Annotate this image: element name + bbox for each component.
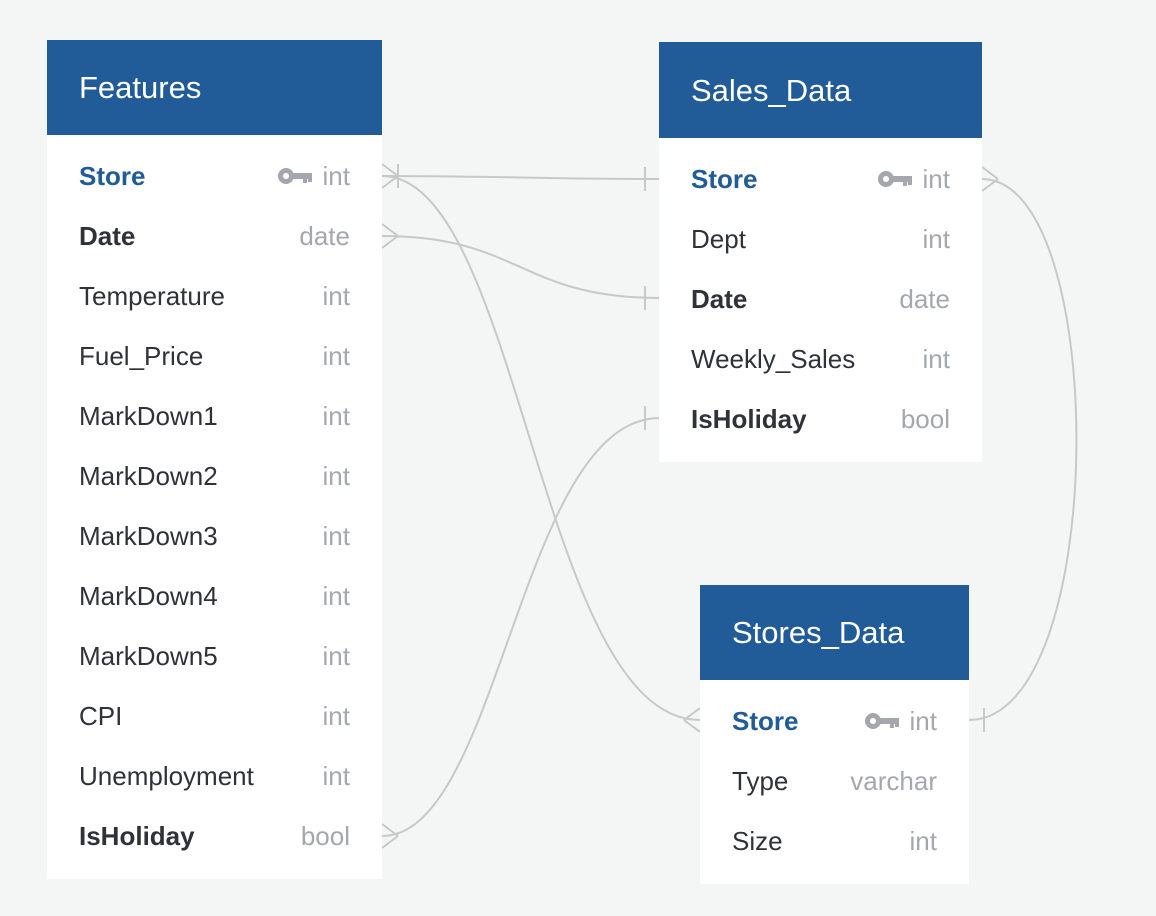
table-title: Sales_Data	[691, 72, 852, 108]
column-row-markdown3[interactable]: MarkDown3 int	[47, 506, 382, 566]
column-row-store[interactable]: Store int	[659, 149, 982, 209]
column-name: Dept	[691, 223, 746, 254]
column-name: Store	[79, 160, 146, 191]
column-type: bool	[300, 820, 350, 851]
many-end-features-date	[381, 223, 399, 237]
column-name: Size	[732, 825, 783, 856]
column-row-temperature[interactable]: Temperature int	[47, 266, 382, 326]
column-name: IsHoliday	[691, 403, 807, 434]
column-row-cpi[interactable]: CPI int	[47, 686, 382, 746]
column-list: Store int Dept int Date date Weekly_Sale…	[659, 138, 982, 449]
link-features-store-sales-store	[381, 175, 661, 180]
column-type: int	[322, 520, 350, 551]
column-name: Weekly_Sales	[691, 343, 856, 374]
column-name: CPI	[79, 700, 123, 731]
column-type: int	[909, 705, 937, 736]
column-name: Unemployment	[79, 760, 254, 791]
column-type: int	[322, 760, 350, 791]
column-row-store[interactable]: Store int	[700, 691, 969, 751]
column-type: int	[922, 223, 950, 254]
column-type: int	[322, 280, 350, 311]
column-name: IsHoliday	[79, 820, 195, 851]
column-row-isholiday[interactable]: IsHoliday bool	[659, 389, 982, 449]
many-end-features-isholiday	[381, 823, 399, 837]
column-type: int	[922, 343, 950, 374]
column-list: Store int Date date Temperature int Fuel…	[47, 135, 382, 866]
column-name: MarkDown1	[79, 400, 218, 431]
column-type: date	[899, 283, 950, 314]
link-features-isholiday-sales-isholiday	[381, 417, 661, 837]
column-name: Temperature	[79, 280, 225, 311]
column-type: int	[322, 400, 350, 431]
many-end-sales-store	[981, 166, 999, 180]
column-type: int	[322, 580, 350, 611]
column-row-dept[interactable]: Dept int	[659, 209, 982, 269]
column-row-store[interactable]: Store int	[47, 146, 382, 206]
column-type: int	[322, 700, 350, 731]
table-header[interactable]: Stores_Data	[700, 585, 969, 680]
column-row-markdown5[interactable]: MarkDown5 int	[47, 626, 382, 686]
table-header[interactable]: Sales_Data	[659, 42, 982, 138]
column-row-markdown2[interactable]: MarkDown2 int	[47, 446, 382, 506]
column-name: Store	[691, 163, 758, 194]
column-type: date	[299, 220, 350, 251]
column-name: Type	[732, 765, 789, 796]
column-row-size[interactable]: Size int	[700, 811, 969, 871]
table-stores-data[interactable]: Stores_Data Store int Type varchar Size …	[700, 585, 969, 884]
column-name: Fuel_Price	[79, 340, 204, 371]
column-name: Date	[691, 283, 748, 314]
column-type: int	[322, 460, 350, 491]
column-type: varchar	[850, 765, 937, 796]
table-header[interactable]: Features	[47, 40, 382, 135]
column-name: MarkDown2	[79, 460, 218, 491]
table-title: Features	[79, 70, 202, 105]
column-row-date[interactable]: Date date	[659, 269, 982, 329]
key-icon	[864, 712, 900, 730]
key-icon	[277, 167, 313, 185]
column-type: int	[322, 160, 350, 191]
link-features-store-stores-store	[381, 175, 701, 721]
column-name: Date	[79, 220, 136, 251]
column-type: int	[322, 640, 350, 671]
column-name: Store	[732, 705, 799, 736]
column-name: MarkDown4	[79, 580, 218, 611]
column-name: MarkDown3	[79, 520, 218, 551]
column-row-type[interactable]: Type varchar	[700, 751, 969, 811]
table-features[interactable]: Features Store int Date date Temperature…	[47, 40, 382, 879]
link-features-date-sales-date	[381, 235, 661, 299]
column-row-isholiday[interactable]: IsHoliday bool	[47, 806, 382, 866]
column-row-weekly-sales[interactable]: Weekly_Sales int	[659, 329, 982, 389]
column-type: int	[909, 825, 937, 856]
many-end-features-store	[381, 163, 399, 177]
column-type: bool	[900, 403, 950, 434]
column-row-unemployment[interactable]: Unemployment int	[47, 746, 382, 806]
table-sales-data[interactable]: Sales_Data Store int Dept int Date date …	[659, 42, 982, 462]
link-sales-store-stores-store	[968, 178, 1078, 721]
column-row-date[interactable]: Date date	[47, 206, 382, 266]
column-list: Store int Type varchar Size int	[700, 680, 969, 871]
column-type: int	[322, 340, 350, 371]
key-icon	[877, 170, 913, 188]
column-row-fuel-price[interactable]: Fuel_Price int	[47, 326, 382, 386]
column-row-markdown4[interactable]: MarkDown4 int	[47, 566, 382, 626]
column-name: MarkDown5	[79, 640, 218, 671]
column-type: int	[922, 163, 950, 194]
table-title: Stores_Data	[732, 615, 905, 650]
column-row-markdown1[interactable]: MarkDown1 int	[47, 386, 382, 446]
many-end-stores-store	[683, 707, 701, 721]
